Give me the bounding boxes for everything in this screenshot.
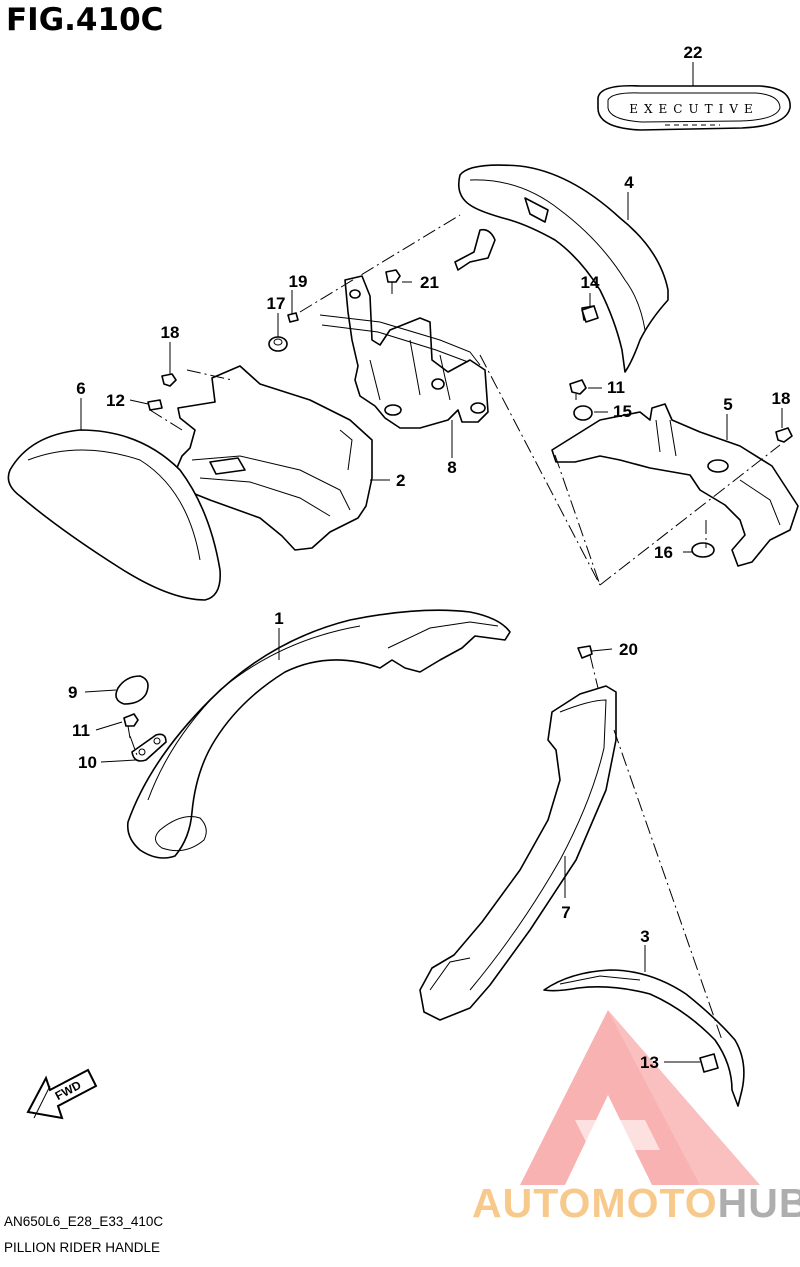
emblem-text: EXECUTIVE — [629, 102, 759, 116]
watermark-logo — [520, 1010, 760, 1185]
callout-19: 19 — [289, 272, 308, 291]
callout-16: 16 — [654, 543, 673, 562]
part-11-bolt-left — [123, 713, 139, 739]
watermark-text-a: AUTOMOTO — [472, 1180, 718, 1226]
part-8-bracket — [319, 275, 489, 429]
callout-17: 17 — [267, 294, 286, 313]
part-6-cushion — [7, 429, 222, 601]
part-5-bracket — [551, 403, 799, 567]
callout-4: 4 — [624, 173, 634, 192]
callout-18-right: 18 — [772, 389, 791, 408]
callout-13: 13 — [640, 1053, 659, 1072]
callout-9: 9 — [68, 683, 77, 702]
callout-20: 20 — [619, 640, 638, 659]
part-9-cap — [115, 675, 149, 705]
part-2-panel — [175, 365, 373, 551]
model-code: AN650L6_E28_E33_410C — [4, 1214, 164, 1229]
callout-8: 8 — [447, 458, 456, 477]
part-3-trim — [543, 969, 745, 1107]
callout-18-left: 18 — [161, 323, 180, 342]
callout-11-right: 11 — [607, 378, 625, 397]
fasteners — [147, 269, 793, 1073]
part-10-plate — [131, 733, 167, 762]
callout-7: 7 — [561, 903, 570, 922]
fwd-arrow: FWD — [26, 1068, 98, 1120]
figure-title: FIG.410C — [6, 2, 164, 38]
callout-10: 10 — [78, 753, 97, 772]
part-7-side-cover — [419, 685, 617, 1021]
callout-14: 14 — [581, 273, 600, 292]
leader-lines — [80, 62, 783, 1063]
watermark-text-b: HUB — [717, 1180, 800, 1226]
callout-labels: 22 4 14 19 17 21 18 12 6 2 8 11 15 5 18 … — [68, 43, 790, 1072]
callout-15: 15 — [613, 402, 632, 421]
part-1-handle — [126, 609, 511, 859]
part-4-cover — [454, 164, 669, 373]
watermark-text: AUTOMOTOHUB — [472, 1180, 800, 1227]
section-name: PILLION RIDER HANDLE — [4, 1240, 161, 1255]
callout-21: 21 — [420, 273, 439, 292]
callout-5: 5 — [723, 395, 732, 414]
callout-6: 6 — [76, 379, 85, 398]
callout-2: 2 — [396, 471, 405, 490]
callout-1: 1 — [274, 609, 283, 628]
callout-11-left: 11 — [72, 721, 90, 740]
callout-3: 3 — [640, 927, 649, 946]
callout-22: 22 — [684, 43, 703, 62]
emblem-executive: EXECUTIVE — [597, 84, 791, 131]
callout-12: 12 — [106, 391, 125, 410]
